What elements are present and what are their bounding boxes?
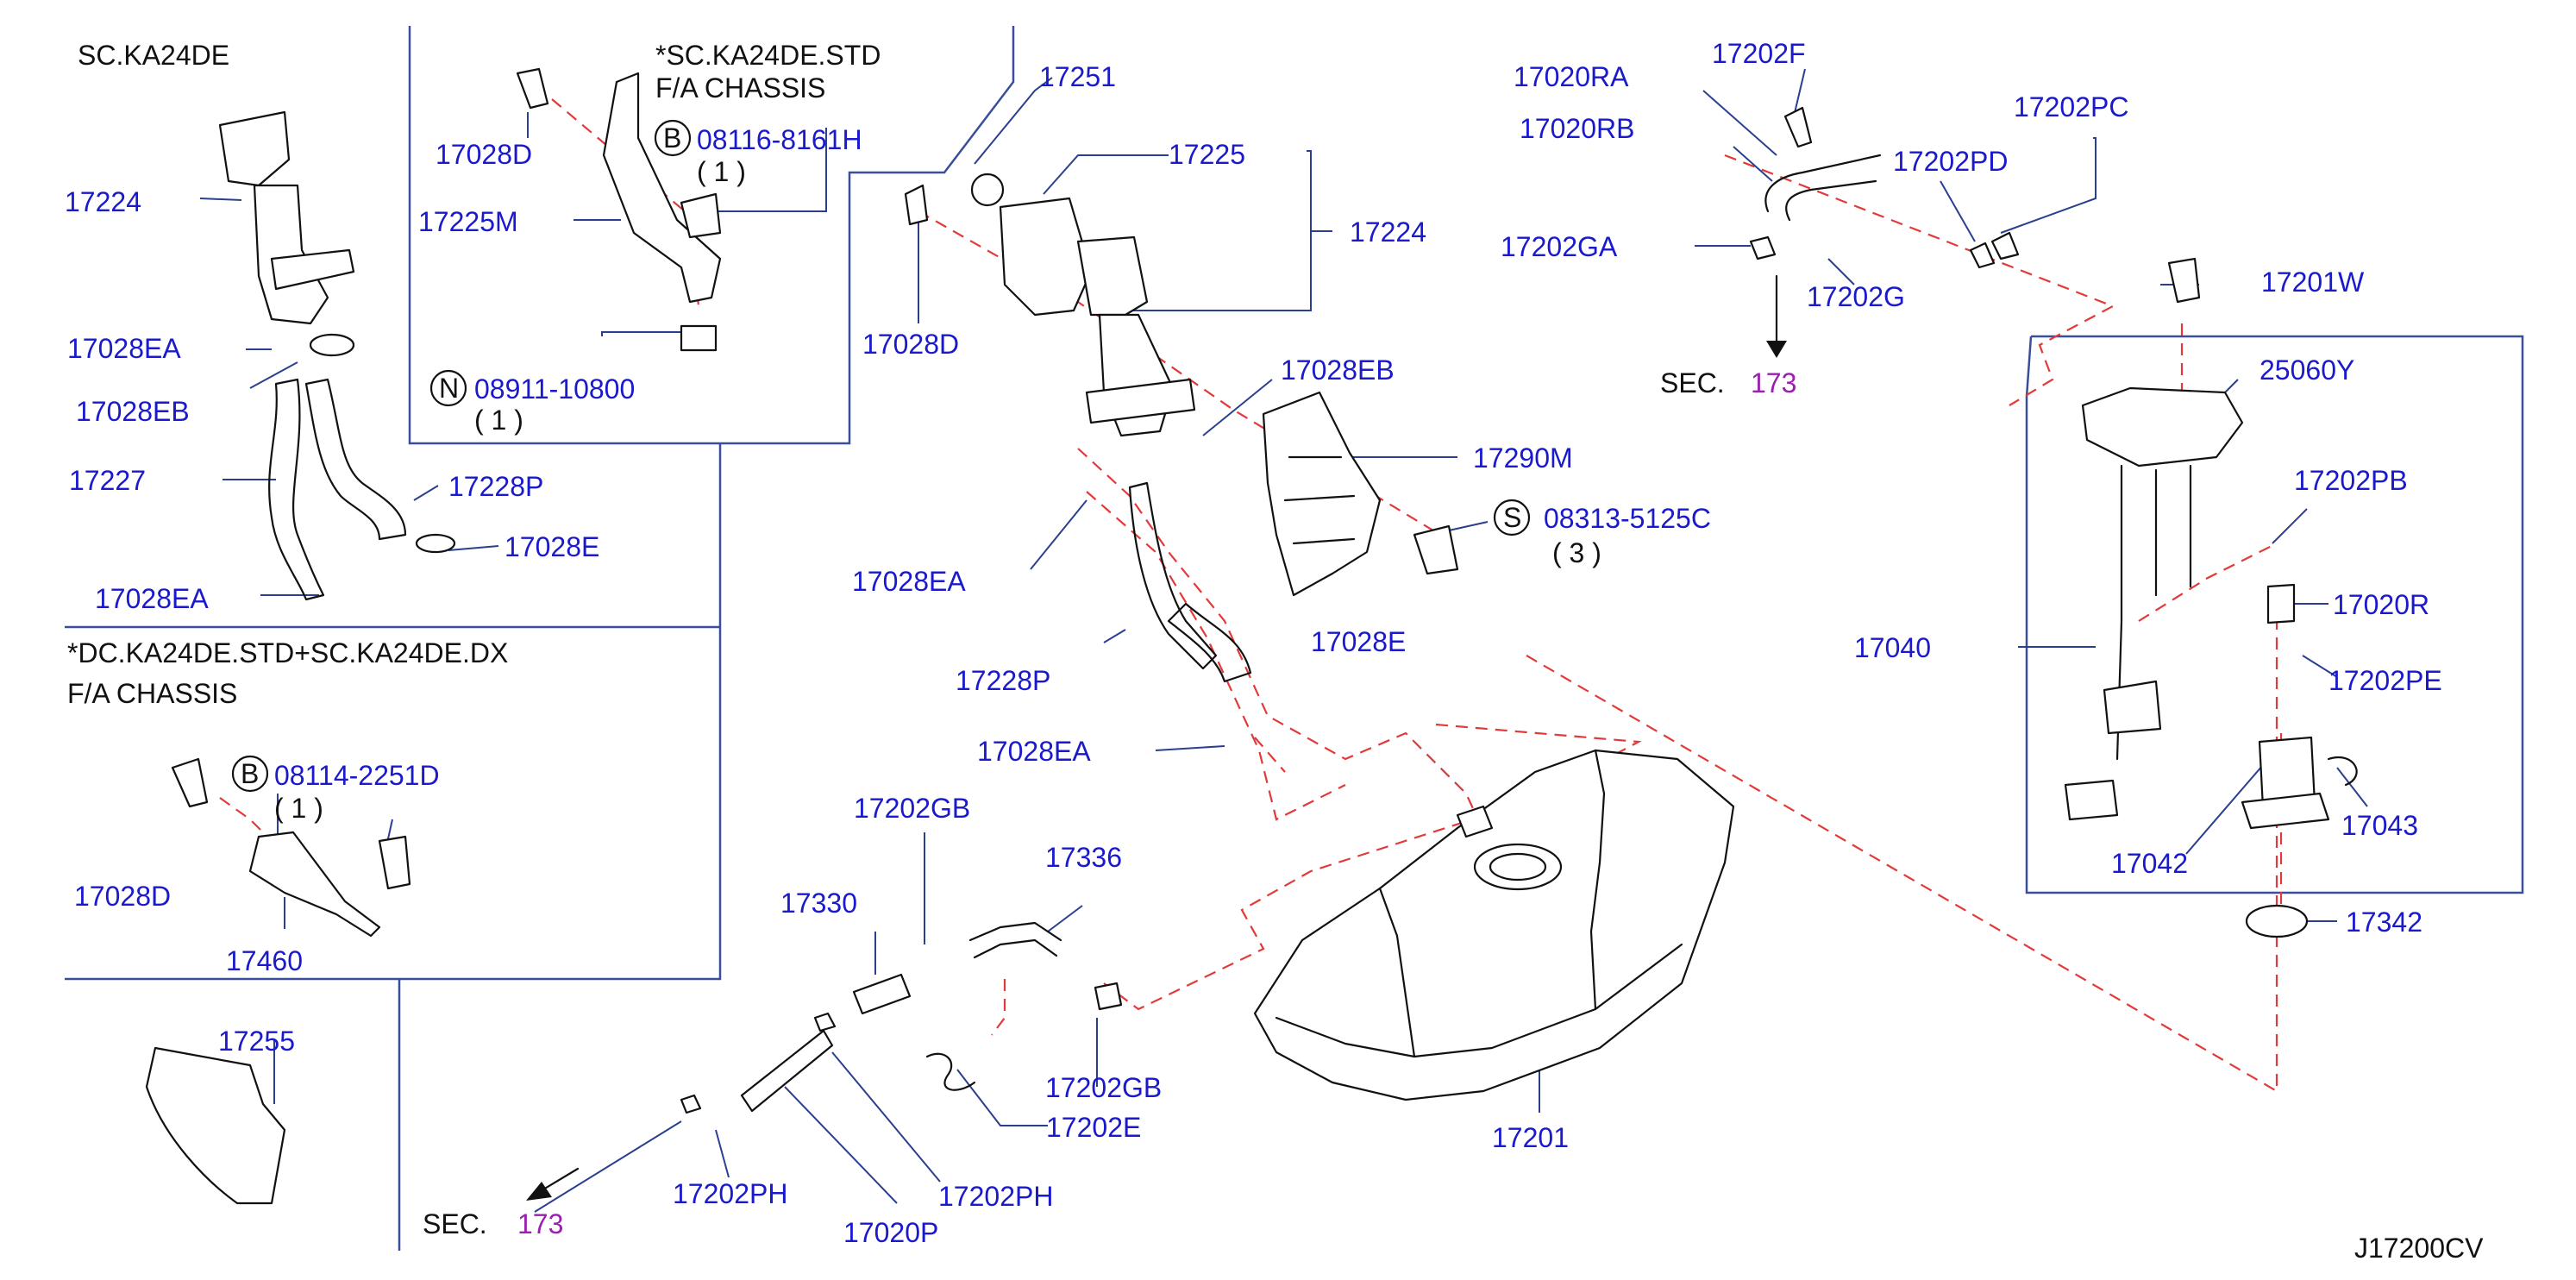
label-17202GA: 17202GA — [1501, 231, 1618, 262]
label-17202PB: 17202PB — [2294, 465, 2408, 496]
label-17228P: 17228P — [448, 471, 543, 502]
label-17028D-a: 17028D — [436, 139, 532, 170]
qty-08313: ( 3 ) — [1552, 537, 1601, 568]
sec-label-left: SEC. — [423, 1208, 487, 1239]
label-17202GB-b: 17202GB — [1045, 1072, 1162, 1103]
label-25060Y: 25060Y — [2259, 355, 2354, 386]
label-17028EA-c: 17028EA — [852, 566, 966, 597]
label-17202F: 17202F — [1712, 38, 1806, 69]
inset-left-title-1: *DC.KA24DE.STD+SC.KA24DE.DX — [67, 637, 508, 668]
part-bracket-17460 — [171, 757, 411, 938]
inset-frames — [65, 26, 2524, 1251]
label-17020R: 17020R — [2333, 589, 2429, 620]
label-17202PD: 17202PD — [1893, 146, 2008, 177]
header-left: SC.KA24DE — [78, 40, 229, 71]
label-17028E-b: 17028E — [1311, 626, 1406, 657]
label-17202G: 17202G — [1807, 281, 1905, 312]
qty-08114: ( 1 ) — [274, 793, 323, 824]
label-17228P-b: 17228P — [956, 665, 1050, 696]
quantities: ( 1 ) ( 1 ) ( 1 ) ( 3 ) — [274, 156, 1601, 824]
sec-references: SEC. 173 SEC. 173 — [423, 367, 1796, 1239]
label-17330: 17330 — [780, 888, 857, 919]
part-bracket-17225M — [516, 67, 722, 352]
qty-08911: ( 1 ) — [474, 405, 523, 436]
part-number-labels: 17224 17028EA 17028EB 17227 17228P 17028… — [65, 38, 2442, 1248]
inset-top-title-2: F/A CHASSIS — [655, 72, 825, 104]
sec-number-right: 173 — [1751, 367, 1796, 398]
label-17202GB-a: 17202GB — [854, 793, 970, 824]
prefix-n: N — [439, 373, 459, 404]
label-08114: 08114-2251D — [274, 760, 440, 791]
part-vent-tubes — [1749, 106, 2020, 269]
prefix-s: S — [1503, 502, 1521, 533]
prefix-letters: B N B S — [241, 122, 1521, 789]
label-17202PE: 17202PE — [2328, 665, 2442, 696]
label-17028D-b: 17028D — [74, 881, 171, 912]
label-17040: 17040 — [1854, 632, 1931, 663]
label-17028EA-b: 17028EA — [95, 583, 209, 614]
label-17202PC: 17202PC — [2014, 91, 2128, 122]
label-17028EA-a: 17028EA — [67, 333, 181, 364]
sec-number-left: 173 — [517, 1208, 563, 1239]
label-17336: 17336 — [1045, 842, 1122, 873]
label-08116: 08116-8161H — [697, 124, 862, 155]
sec-label-right: SEC. — [1660, 367, 1725, 398]
label-17225: 17225 — [1169, 139, 1245, 170]
assembly-dashed-lines — [219, 98, 2283, 1093]
label-17251: 17251 — [1039, 61, 1116, 92]
label-17028E-a: 17028E — [505, 531, 599, 562]
label-17202E: 17202E — [1046, 1112, 1141, 1143]
part-protector-17290M — [1262, 391, 1459, 597]
label-17028EB-a: 17028EB — [76, 396, 190, 427]
inset-left-title-2: F/A CHASSIS — [67, 678, 237, 709]
part-fuel-pump-assembly — [2064, 257, 2358, 938]
label-08313: 08313-5125C — [1544, 503, 1711, 534]
label-17028EB-b: 17028EB — [1281, 355, 1395, 386]
label-17225M: 17225M — [418, 206, 518, 237]
label-17202PH-b: 17202PH — [938, 1181, 1053, 1212]
label-17202PH-a: 17202PH — [673, 1178, 787, 1209]
part-filler-neck-left — [218, 110, 456, 601]
inset-top-title-1: *SC.KA24DE.STD — [655, 40, 881, 71]
label-17028D-c: 17028D — [862, 329, 959, 360]
figure-code: J17200CV — [2354, 1233, 2484, 1264]
prefix-b-left: B — [241, 758, 259, 789]
label-17460: 17460 — [226, 945, 303, 976]
sec-arrow-icons — [526, 274, 1787, 1201]
qty-08116: ( 1 ) — [697, 156, 746, 187]
label-17042: 17042 — [2111, 848, 2188, 879]
label-17201: 17201 — [1492, 1122, 1569, 1153]
part-protector-17255 — [145, 1046, 286, 1205]
label-17020RB: 17020RB — [1520, 113, 1634, 144]
part-fuel-tank-17201 — [1253, 749, 1735, 1101]
label-17290M: 17290M — [1473, 442, 1573, 474]
prefix-b-top: B — [663, 122, 681, 154]
label-17224-left: 17224 — [65, 186, 141, 217]
label-17028EA-d: 17028EA — [977, 736, 1091, 767]
label-08911: 08911-10800 — [474, 373, 635, 405]
part-hoses-and-filter — [680, 921, 1123, 1114]
part-filler-neck-center — [904, 173, 1252, 683]
label-17227: 17227 — [69, 465, 146, 496]
titles: SC.KA24DE *SC.KA24DE.STD F/A CHASSIS *DC… — [67, 40, 2484, 1264]
label-17255: 17255 — [218, 1026, 295, 1057]
label-17201W: 17201W — [2261, 267, 2365, 298]
label-17043: 17043 — [2341, 810, 2418, 841]
label-17342: 17342 — [2346, 907, 2422, 938]
label-17020RA: 17020RA — [1514, 61, 1629, 92]
prefix-circles — [231, 119, 1531, 793]
label-17020P: 17020P — [843, 1217, 938, 1248]
label-17224-right: 17224 — [1350, 216, 1426, 248]
